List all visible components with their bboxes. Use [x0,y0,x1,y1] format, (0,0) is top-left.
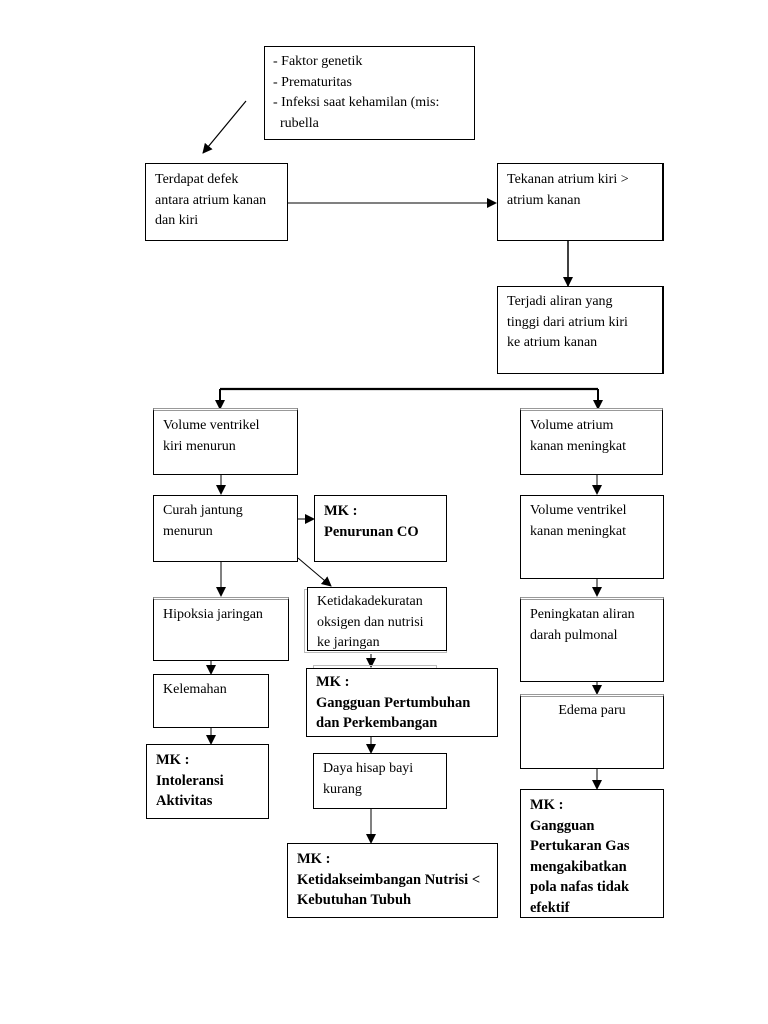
sucking-power-box: Daya hisap bayi kurang [313,753,447,809]
box-line: menurun [163,523,213,539]
mk-nutrition-box: MK : Ketidakseimbangan Nutrisi < Kebutuh… [287,843,498,918]
high-flow-box: Terjadi aliran yang tinggi dari atrium k… [497,286,664,374]
box-line: Ketidakseimbangan Nutrisi < [297,871,481,888]
box-line: mengakibatkan [530,858,627,875]
arrow-cardiac-output-to-oxygen [297,557,332,587]
box-line: Edema paru [558,703,626,718]
box-line: Ketidakadekuratan [317,594,423,609]
rv-volume-box: Volume ventrikel kanan meningkat [520,495,664,579]
box-line: - Faktor genetik [273,54,363,69]
box-line: rubella [273,115,319,131]
box-line: Hipoksia jaringan [163,607,263,622]
box-line: dan kiri [155,213,199,228]
box-line: Daya hisap bayi [323,761,414,776]
box-line: Peningkatan aliran [530,607,635,622]
weakness-box: Kelemahan [153,674,269,728]
box-line: MK : [530,797,564,813]
box-line: Gangguan Pertumbuhan [316,694,471,711]
box-line: Terjadi aliran yang [507,294,613,309]
septal-defect-box: Terdapat defek antara atrium kanan dan k… [145,163,288,241]
mk-growth-box: MK : Gangguan Pertumbuhan dan Perkembang… [306,668,498,737]
box-line: MK : [297,851,331,867]
box-line: dan Perkembangan [316,715,438,731]
atrial-pressure-box: Tekanan atrium kiri > atrium kanan [497,163,664,241]
box-line: efektif [530,899,570,916]
box-line: Volume ventrikel [530,503,627,518]
lv-volume-box: Volume ventrikel kiri menurun [153,408,298,475]
box-line: Volume ventrikel [163,418,260,433]
box-line: Kelemahan [163,682,227,697]
box-line: MK : [324,503,358,519]
box-line: Terdapat defek [155,172,239,187]
box-line: antara atrium kanan [155,192,267,208]
box-line: tinggi dari atrium kiri [507,314,628,330]
box-line: darah pulmonal [530,627,618,643]
box-line: kurang [323,781,362,797]
oxygen-inadequacy-box: Ketidakadekuratan oksigen dan nutrisi ke… [307,587,447,651]
box-line: atrium kanan [507,192,581,208]
box-line: ke atrium kanan [507,335,598,350]
mk-cardiac-output-box: MK : Penurunan CO [314,495,447,562]
box-line: Curah jantung [163,503,243,518]
box-line: kiri menurun [163,438,236,454]
mk-activity-box: MK : Intoleransi Aktivitas [146,744,269,819]
box-line: Volume atrium [530,418,614,433]
box-line: MK : [156,752,190,768]
lung-edema-box: Edema paru [520,694,664,769]
box-line: oksigen dan nutrisi [317,614,424,630]
box-line: - Prematuritas [273,74,352,90]
pulmonary-flow-box: Peningkatan aliran darah pulmonal [520,597,664,682]
box-line: Pertukaran Gas [530,838,630,854]
ra-volume-box: Volume atrium kanan meningkat [520,408,663,475]
hypoxia-box: Hipoksia jaringan [153,597,289,661]
box-line: MK : [316,674,350,690]
box-line: kanan meningkat [530,523,627,539]
box-line: pola nafas tidak [530,879,630,895]
box-line: Aktivitas [156,793,213,809]
box-line: Penurunan CO [324,523,419,540]
box-line: - Infeksi saat kehamilan (mis: [273,95,440,110]
box-line: Kebutuhan Tubuh [297,892,412,908]
box-line: Intoleransi [156,772,224,789]
box-line: kanan meningkat [530,438,627,454]
cardiac-output-box: Curah jantung menurun [153,495,298,562]
box-line: Tekanan atrium kiri > [507,172,629,187]
mk-gas-exchange-box: MK : Gangguan Pertukaran Gas mengakibatk… [520,789,664,918]
arrow-factors-to-defect [202,100,247,154]
box-line: ke jaringan [317,635,380,650]
box-line: Gangguan [530,817,595,834]
risk-factors-box: - Faktor genetik - Prematuritas - Infeks… [264,46,475,140]
